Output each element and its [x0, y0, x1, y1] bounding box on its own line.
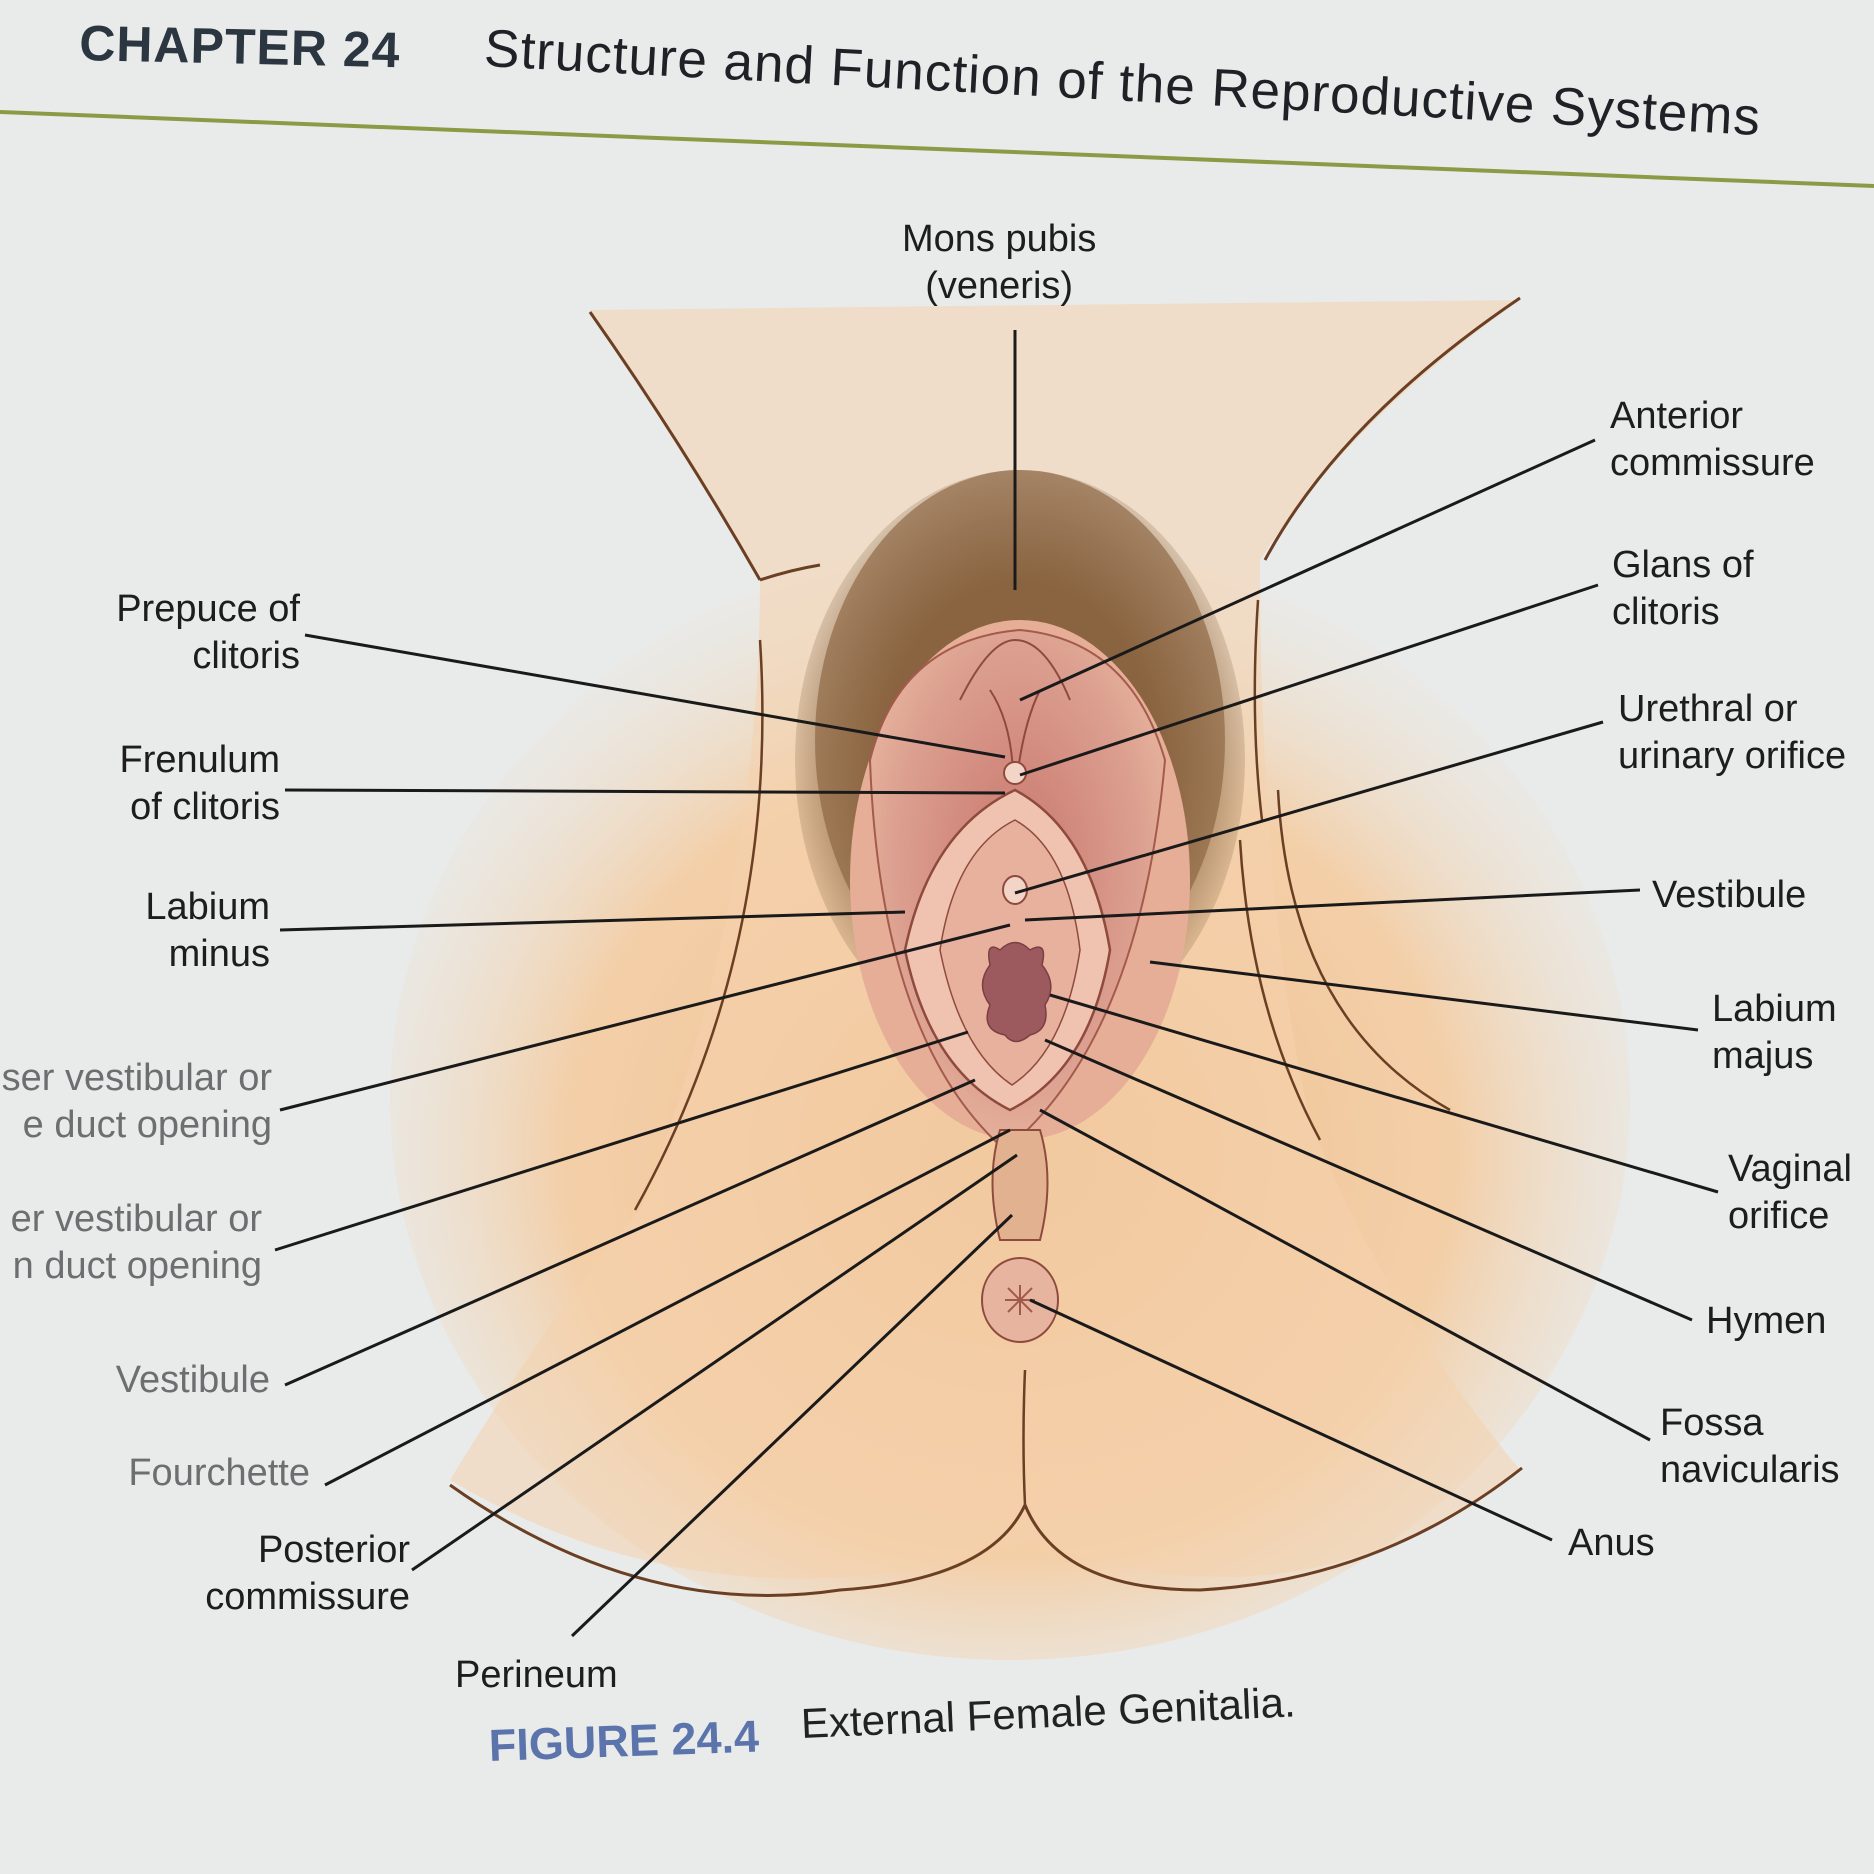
vaginal-orifice-shape [981, 941, 1052, 1043]
leader-perineum [570, 1213, 1014, 1638]
leader-labium-majus [1149, 960, 1699, 1032]
leader-vestibule-right [1024, 888, 1641, 922]
label-prepuce-clitoris: Prepuce of clitoris [116, 588, 300, 677]
leader-anus [1029, 1298, 1553, 1542]
anus-shape [981, 1257, 1059, 1343]
leader-hymen [1044, 1038, 1693, 1322]
leader-greater-vestibular [274, 1030, 969, 1252]
leader-vestibule-left [284, 1078, 976, 1387]
leader-labium-minus [279, 910, 906, 932]
label-mons-pubis: Mons pubis (veneris) [902, 218, 1097, 307]
figure-number: FIGURE 24.4 [488, 1710, 760, 1771]
leader-posterior-commissure [411, 1153, 1018, 1572]
perineum-shape [991, 1129, 1049, 1241]
label-labium-minus: Labium minus [145, 886, 270, 975]
label-urethral-orifice: Urethral or urinary orifice [1618, 688, 1847, 777]
leader-anterior-commissure [1019, 438, 1596, 702]
leader-urethral-orifice [1014, 720, 1604, 895]
label-glans-clitoris: Glans of clitoris [1612, 544, 1754, 633]
label-vaginal-orifice: Vaginal orifice [1728, 1148, 1852, 1237]
label-frenulum-clitoris: Frenulum of clitoris [119, 739, 281, 828]
label-anterior-commissure: Anterior commissure [1610, 395, 1815, 484]
label-anus: Anus [1568, 1522, 1655, 1564]
label-vestibule-right: Vestibule [1652, 874, 1807, 916]
header-rule [0, 110, 1874, 188]
label-perineum: Perineum [455, 1654, 618, 1696]
label-lesser-vestibular-duct: ser vestibular or e duct opening [1, 1057, 272, 1146]
leader-glans-clitoris [1019, 583, 1599, 777]
label-labium-majus: Labium majus [1712, 988, 1837, 1077]
label-hymen: Hymen [1706, 1300, 1827, 1342]
leader-prepuce [304, 633, 1006, 759]
label-greater-vestibular-duct: er vestibular or n duct opening [10, 1198, 262, 1287]
leader-frenulum [284, 788, 1006, 795]
leader-lesser-vestibular [279, 923, 1011, 1112]
label-fourchette: Fourchette [128, 1452, 310, 1494]
leader-vaginal-orifice [1049, 993, 1719, 1194]
leader-fossa-navicularis [1039, 1108, 1651, 1442]
label-posterior-commissure: Posterior commissure [205, 1529, 410, 1618]
label-fossa-navicularis: Fossa navicularis [1660, 1402, 1840, 1491]
label-vestibule-left: Vestibule [115, 1359, 270, 1401]
leader-lines [274, 330, 1719, 1638]
leader-fourchette [324, 1128, 1011, 1487]
